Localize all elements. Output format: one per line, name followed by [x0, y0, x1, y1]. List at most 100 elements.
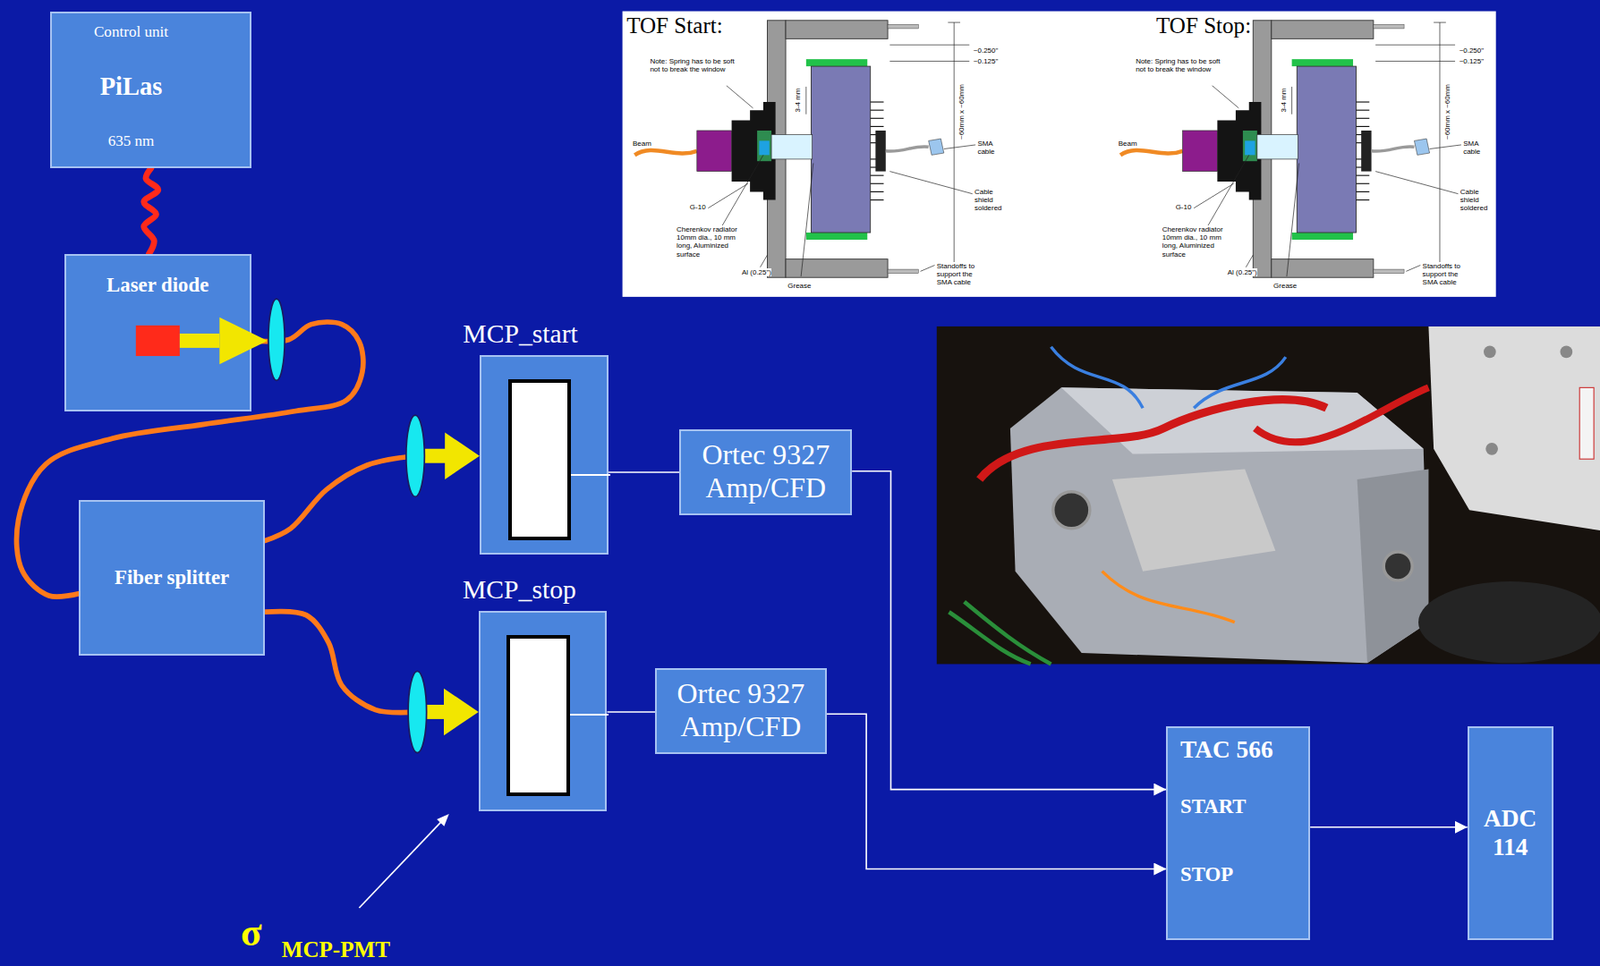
- tof-counter-drawing: [806, 59, 868, 67]
- tof-counter-drawing: [920, 265, 936, 273]
- tof-counter-drawing: [953, 22, 955, 278]
- tof-counter-drawing: [870, 199, 885, 201]
- tof-counter-drawing: [731, 102, 776, 200]
- part-label: Standoffs to support the SMA cable: [936, 262, 990, 288]
- box-label: START: [1180, 795, 1247, 819]
- setup-photo: [1053, 492, 1090, 529]
- box-label: Ortec 9327 Amp/CFD: [685, 439, 847, 505]
- part-label: Grease: [787, 281, 811, 290]
- dimension: ~0.125": [973, 57, 998, 66]
- setup-photo: [1579, 387, 1594, 460]
- signal-cable: [606, 711, 656, 713]
- part-label: SMA cable: [977, 139, 1008, 156]
- part-label: Grease: [1273, 281, 1297, 290]
- laser-diode-box: Laser diode: [64, 254, 252, 412]
- signal-cable: [851, 471, 1166, 791]
- fiber-splitter-box: Fiber splitter: [78, 500, 266, 656]
- tof-counter-drawing: [947, 22, 961, 24]
- setup-photo: [948, 612, 1030, 664]
- control-unit-box: Control unitPiLas635 nm: [50, 11, 252, 170]
- tof-counter-drawing: [889, 60, 970, 62]
- tof-counter-drawing: [928, 138, 945, 155]
- drawing-title: TOF Stop:: [1156, 13, 1252, 40]
- amp-cfd-box: Ortec 9327 Amp/CFD: [679, 429, 852, 516]
- setup-photo: [1051, 347, 1144, 409]
- dimension: 3-4 mm: [1279, 87, 1288, 112]
- box-label: Ortec 9327 Amp/CFD: [661, 678, 821, 744]
- detector-name: MCP_stop: [462, 574, 577, 605]
- tof-counter-drawing: [889, 44, 970, 46]
- tof-counter-drawing: [707, 183, 748, 208]
- part-label: G-10: [689, 203, 707, 212]
- part-label: Cable shield soldered: [1460, 187, 1496, 213]
- setup-photo: [1255, 387, 1430, 443]
- signal-cable: [606, 711, 656, 714]
- mcp-pmt: MCP_stop: [478, 611, 608, 812]
- setup-photo: [1560, 346, 1574, 359]
- tof-counter-drawing: [805, 86, 807, 115]
- dimension: ~60mm x ~60mm: [1444, 84, 1453, 140]
- tof-counter-drawing: [811, 66, 871, 233]
- laser-control-cable: [144, 168, 159, 255]
- setup-photo: [1485, 442, 1498, 456]
- light-arrowhead: [444, 432, 480, 479]
- tof-counter-drawing: [771, 135, 813, 160]
- tof-counter-drawing: [887, 269, 919, 274]
- tof-counter-drawing: [757, 130, 772, 162]
- box-label: Laser diode: [106, 273, 209, 298]
- mcp-window: [508, 379, 572, 541]
- signal-cable: [1310, 826, 1468, 829]
- optical-fiber: [264, 456, 416, 542]
- tac-box: TAC 566STARTSTOP: [1165, 726, 1311, 941]
- light-arrowhead: [443, 689, 479, 736]
- optical-fiber: [264, 432, 479, 541]
- drawing-title: TOF Start:: [626, 13, 724, 40]
- signal-cable: [826, 714, 1167, 869]
- tof-counter-drawing: [760, 255, 768, 268]
- tof-counter-drawing: [726, 85, 754, 109]
- fiber-lens: [268, 298, 285, 381]
- part-label: SMA cable: [1463, 139, 1494, 156]
- tof-counter-drawing: [806, 232, 868, 240]
- box-label: Control unit: [93, 23, 169, 42]
- tof-counter-drawing: [634, 150, 698, 155]
- setup-photo: [1428, 326, 1600, 531]
- optical-fiber: [264, 612, 418, 714]
- signal-cable: [851, 471, 1166, 791]
- fiber-lens: [406, 415, 426, 497]
- tof-counter-drawing: [719, 154, 764, 230]
- laser-chip: [136, 325, 180, 357]
- tof-counter-drawing: [1120, 20, 1462, 278]
- part-label: Al (0.25"): [741, 268, 772, 277]
- signal-cable: [1310, 826, 1468, 828]
- signal-cable: [608, 471, 681, 473]
- tof-counter-drawing: [889, 171, 972, 195]
- mcp-window: [506, 635, 571, 797]
- dimension: ~0.250": [973, 46, 998, 55]
- laser-control-cable: [144, 168, 159, 255]
- amp-cfd-box: Ortec 9327 Amp/CFD: [655, 668, 827, 755]
- tof-counter-drawing: [870, 126, 885, 128]
- setup-photo: [964, 602, 1052, 665]
- tof-counter-drawing: [870, 110, 885, 111]
- tof-counter-drawing: [885, 146, 929, 152]
- tof-counter-drawing: [870, 191, 885, 193]
- detector-name: MCP_start: [462, 318, 578, 349]
- part-label: Cable shield soldered: [974, 187, 1010, 213]
- setup-photo: [1112, 469, 1276, 572]
- setup-photo: [1193, 357, 1286, 409]
- setup-photo: [1383, 552, 1413, 581]
- light-arrow: [219, 317, 268, 365]
- setup-photo: [1010, 387, 1430, 664]
- part-label: Al (0.25"): [1227, 268, 1258, 277]
- box-label: 635 nm: [108, 132, 155, 151]
- sigma-subscript: MCP-PMT: [281, 937, 391, 964]
- tof-counter-drawing: [887, 24, 919, 29]
- leader-arrowhead: [436, 814, 450, 827]
- box-label: STOP: [1180, 863, 1234, 887]
- part-label: Beam: [632, 139, 652, 148]
- dimension: ~60mm x ~60mm: [958, 84, 967, 140]
- dimension: 3-4 mm: [793, 87, 802, 112]
- setup-photo: [1357, 469, 1430, 664]
